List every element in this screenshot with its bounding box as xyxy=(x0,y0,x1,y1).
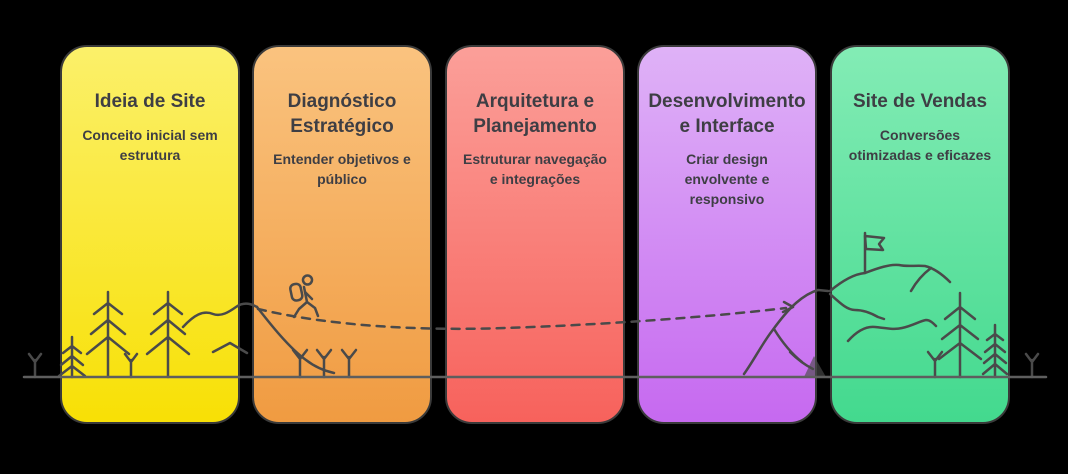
stage-card-desenvolvimento-interface: Desenvolvimento e Interface Criar design… xyxy=(637,45,817,424)
stage-subtitle: Conversões otimizadas e eficazes xyxy=(848,126,992,163)
stage-card-ideia-de-site: Ideia de Site Conceito inicial sem estru… xyxy=(60,45,240,424)
stage-title: Site de Vendas xyxy=(852,91,988,112)
stage-subtitle: Estruturar navegação e integrações xyxy=(463,151,607,188)
stage-title: Diagnóstico Estratégico xyxy=(287,91,397,137)
stage-subtitle: Entender objetivos e público xyxy=(273,151,411,188)
sprout-icon xyxy=(27,352,43,379)
stage-card-site-de-vendas: Site de Vendas Conversões otimizadas e e… xyxy=(830,45,1010,424)
stage-title: Desenvolvimento e Interface xyxy=(648,91,806,137)
stage-subtitle: Criar design envolvente e responsivo xyxy=(684,151,770,208)
stage-title: Arquitetura e Planejamento xyxy=(473,91,597,137)
stage-title: Ideia de Site xyxy=(94,91,206,112)
stage-subtitle: Conceito inicial sem estrutura xyxy=(82,126,218,163)
stage-card-arquitetura-planejamento: Arquitetura e Planejamento Estruturar na… xyxy=(445,45,625,424)
sprout-icon xyxy=(1024,352,1040,379)
stage-card-diagnostico-estrategico: Diagnóstico Estratégico Entender objetiv… xyxy=(252,45,432,424)
